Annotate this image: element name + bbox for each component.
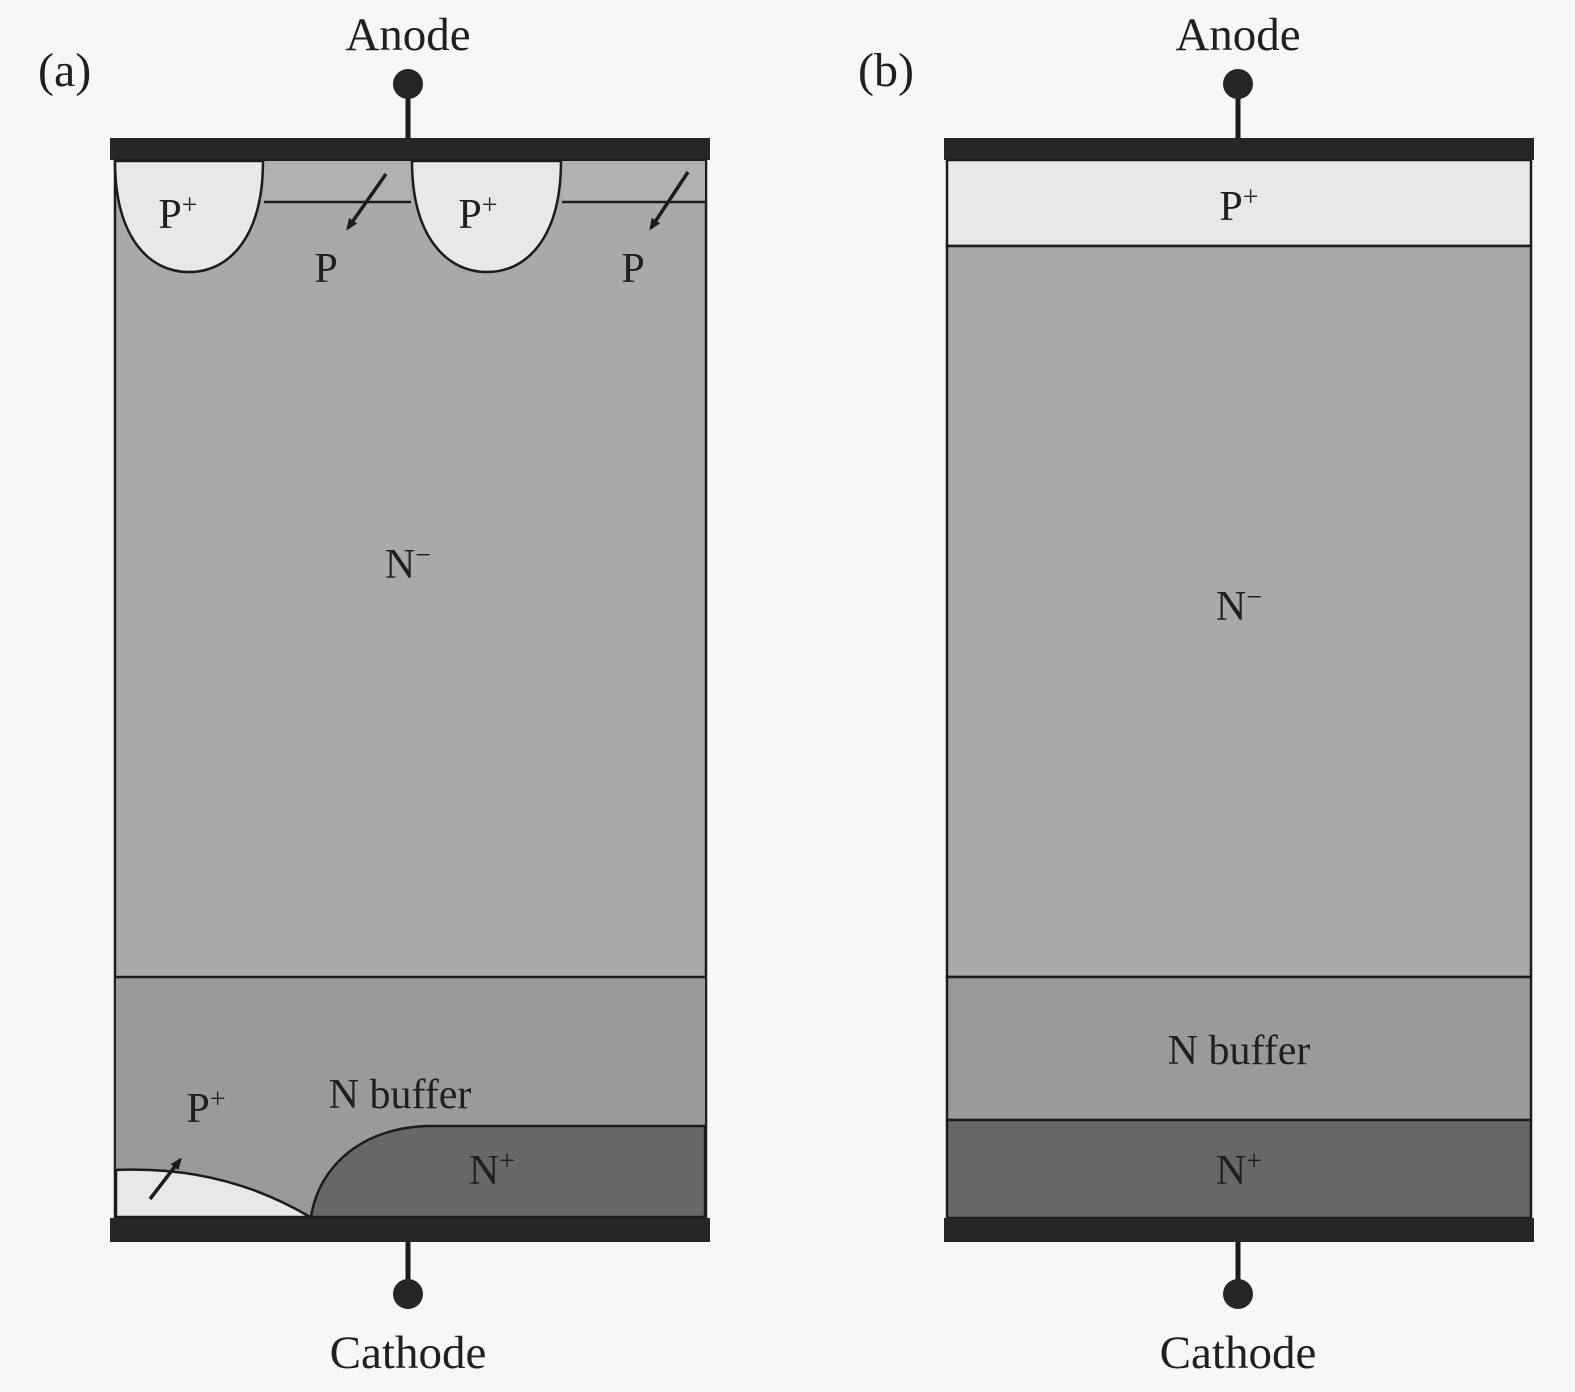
panel-b-top-electrode [944,138,1534,160]
panel-a-n-plus-label: N+ [469,1146,515,1194]
panel-a-p-plus-center-label: P+ [458,190,497,238]
panel-a-p-label-2: P [621,246,644,292]
panel-a-n-minus-label: N− [385,540,431,588]
panel-a-bottom-electrode [110,1218,710,1242]
panel-a-p-plus-well-center [410,159,563,274]
panel-b-anode-terminal-dot [1223,69,1253,99]
panel-b-anode-label: Anode [1175,9,1300,61]
panel-a-p-label-1: P [314,246,337,292]
panel-a-cathode-label: Cathode [330,1327,487,1379]
panel-a-p-plus-bottom-arrow [148,1157,182,1201]
panel-a-n-buffer-label: N buffer [329,1072,472,1118]
panel-a-p-plus-well-left [113,159,265,274]
panel-b-bottom-electrode [944,1218,1534,1242]
panel-b-n-buffer-label: N buffer [1168,1028,1311,1074]
panel-a-tag: (a) [38,44,91,97]
panel-a-p-plus-bottom-label: P+ [186,1084,225,1132]
panel-a-top-electrode [110,138,710,160]
panel-b-tag: (b) [858,44,914,97]
panel-b-cathode-terminal-dot [1223,1279,1253,1309]
panel-a-p-arrow-2 [649,171,690,231]
panel-a-anode-terminal-dot [393,69,423,99]
panel-b-p-plus-region [945,158,1533,248]
panel-b-n-minus-label: N− [1216,582,1262,630]
panel-a-p-arrow-1 [346,172,388,231]
panel-b-p-plus-label: P+ [1219,182,1258,230]
panel-a-p-plus-left-label: P+ [158,190,197,238]
panel-b-cathode-label: Cathode [1160,1327,1317,1379]
panel-a-cathode-terminal-dot [393,1279,423,1309]
panel-b-n-buffer-region [945,975,1533,1122]
panel-a: (a) Anode P+ P+ P P N− N buffer N+ [38,9,710,1379]
panel-a-p-thin-layer-1 [264,161,411,202]
panel-b-n-minus-region [945,244,1533,979]
panel-b: (b) Anode P+ N− N buffer N+ Cathode [858,9,1534,1379]
panel-a-n-plus-region [309,1124,707,1219]
panel-b-n-plus-label: N+ [1216,1146,1262,1194]
panel-a-anode-label: Anode [345,9,470,61]
panel-b-n-plus-region [945,1118,1533,1220]
